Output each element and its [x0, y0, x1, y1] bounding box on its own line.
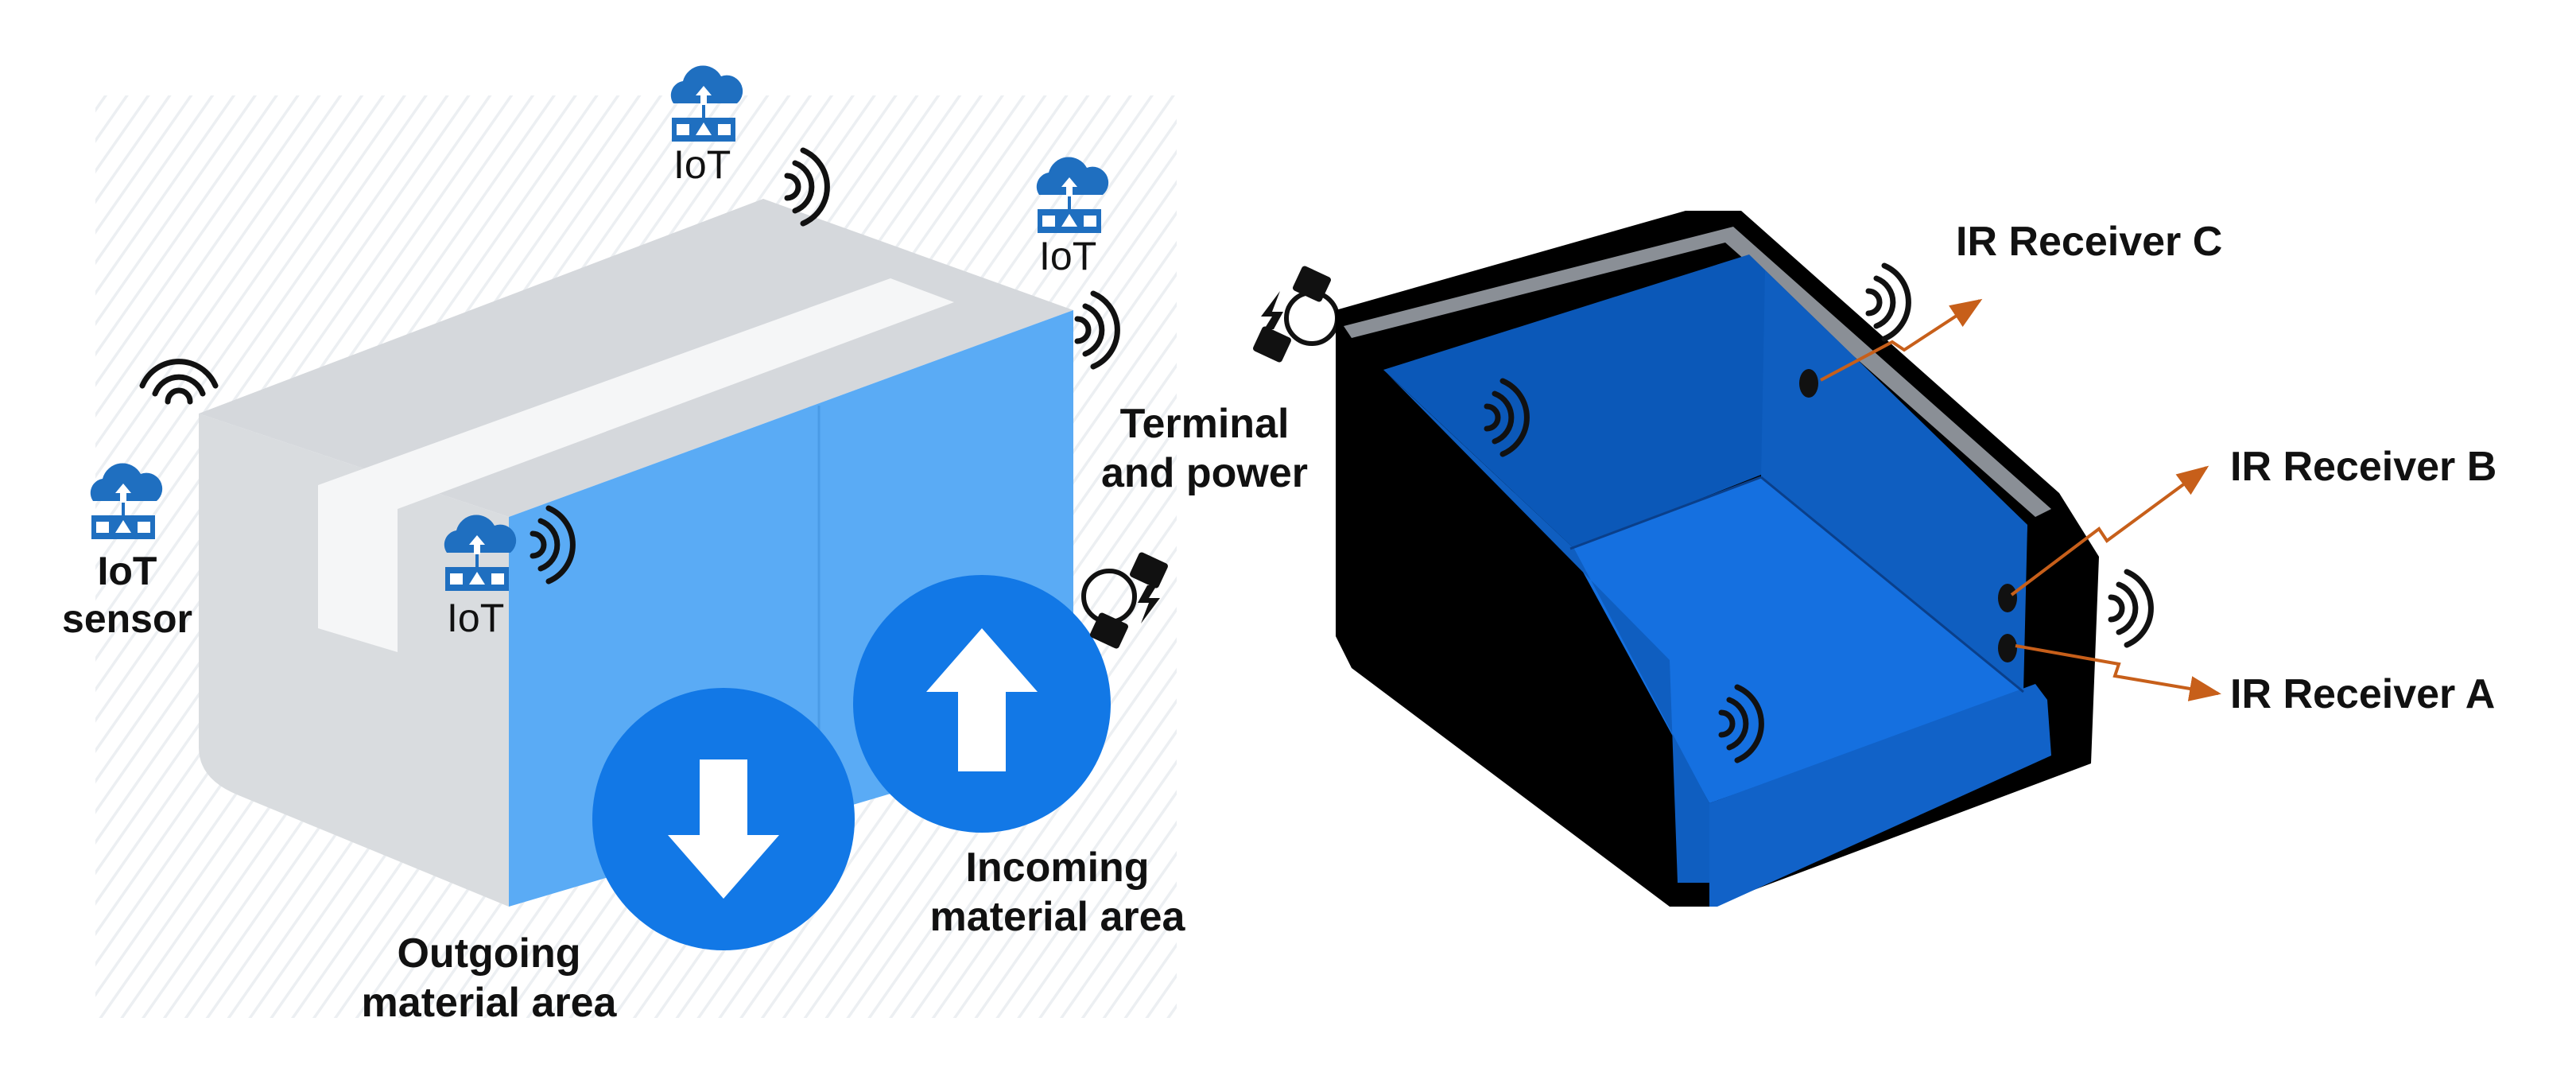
incoming-material-label-line2: material area: [929, 894, 1185, 941]
box-top-face: [199, 199, 1073, 517]
outgoing-down-arrow-icon: [668, 759, 779, 899]
iot-top-right-label: IoT: [1039, 234, 1097, 278]
bin-back-wall: [1383, 254, 2027, 684]
iot-center-label: IoT: [447, 596, 505, 640]
incoming-up-arrow-icon: [926, 628, 1038, 771]
iot-sensor-label-line1: IoT: [97, 549, 157, 593]
receiver-c-arrow: [1820, 298, 1983, 382]
receiver-b-arrow: [2010, 465, 2209, 596]
bin-inner-edge: [1760, 476, 2024, 693]
bin-floor: [1570, 477, 2023, 803]
receiver-b-sensor: [1998, 584, 2017, 612]
terminal-power-label: Terminal and power: [1085, 399, 1324, 499]
outgoing-material-label: Outgoing material area: [334, 929, 644, 1028]
box-channel: [318, 278, 954, 652]
iot-sensor-label-line2: sensor: [62, 596, 192, 641]
bin-wifi-top-icon: [1868, 266, 1908, 339]
box-left-face: [199, 414, 509, 907]
ir-receiver-b-label: IR Receiver B: [2230, 444, 2497, 490]
receiver-a-arrow: [2015, 644, 2221, 701]
bin-inner-edge-2: [1569, 476, 1762, 550]
terminal-power-label-line2: and power: [1100, 450, 1309, 497]
outgoing-material-label-line1: Outgoing: [397, 930, 581, 977]
bin-front-lip: [1709, 684, 2051, 907]
receiver-c-sensor: [1799, 369, 1818, 398]
bin-left-wall: [1387, 374, 1709, 883]
bin-power-plug-icon: [1252, 265, 1337, 363]
receiver-a-sensor: [1998, 634, 2017, 662]
iot-sensor-label: IoT sensor: [48, 547, 207, 643]
outgoing-material-label-line2: material area: [361, 980, 617, 1027]
iot-top-label: IoT: [673, 142, 731, 187]
bin-wifi-right-icon: [2111, 572, 2151, 645]
ir-receiver-c-label: IR Receiver C: [1956, 219, 2223, 265]
incoming-material-label-line1: Incoming: [965, 845, 1150, 891]
ir-receiver-a-label: IR Receiver A: [2230, 671, 2496, 717]
terminal-power-label-line1: Terminal: [1119, 401, 1290, 447]
incoming-material-label: Incoming material area: [906, 843, 1208, 942]
